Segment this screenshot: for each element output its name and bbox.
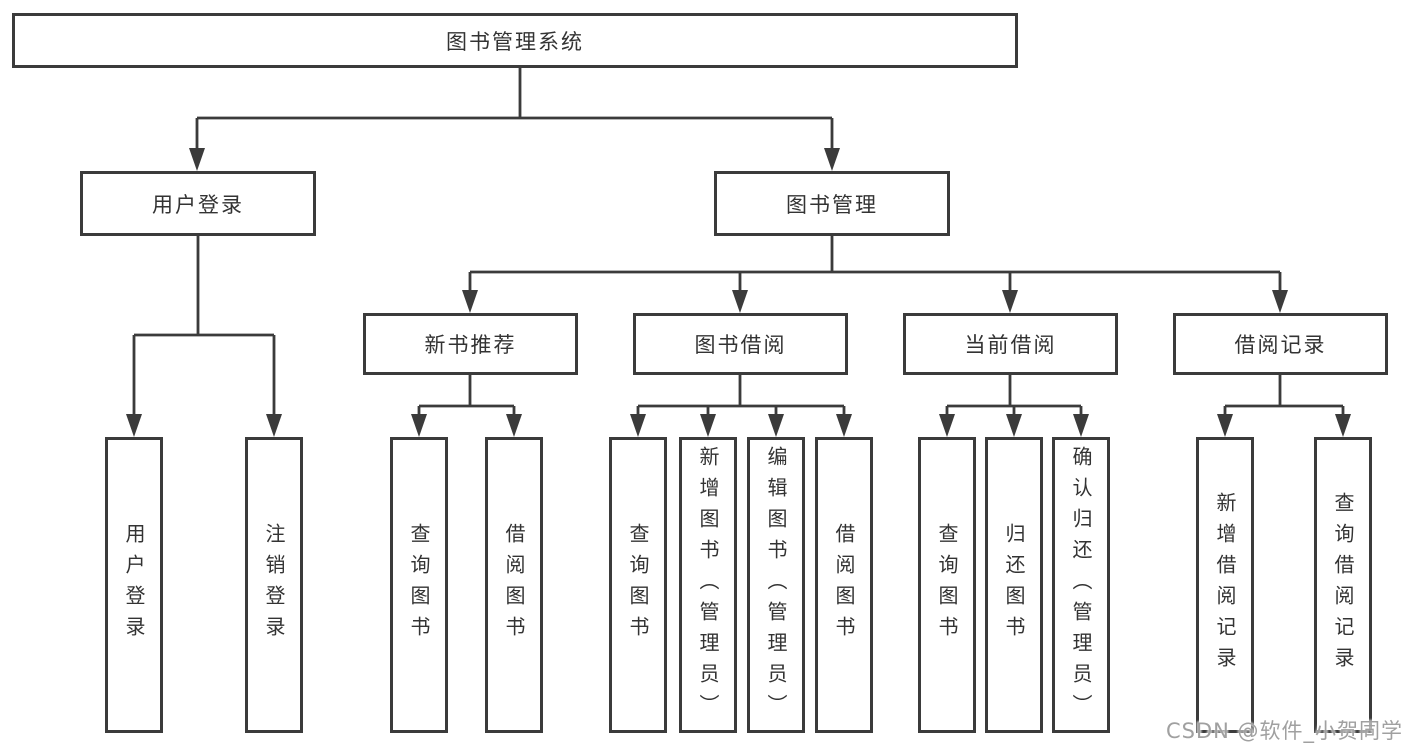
leaf-borrow-query-book: 查询图书 [609, 437, 667, 733]
node-user-login: 用户登录 [80, 171, 316, 236]
leaf-user-login: 用户登录 [105, 437, 163, 733]
leaf-newbook-query-book: 查询图书 [390, 437, 448, 733]
leaf-records-query-record: 查询借阅记录 [1314, 437, 1372, 733]
node-borrow-records: 借阅记录 [1173, 313, 1388, 375]
leaf-current-return-book: 归还图书 [985, 437, 1043, 733]
leaf-borrow-add-book-admin: 新增图书（管理员） [679, 437, 737, 733]
leaf-current-confirm-return-admin: 确认归还（管理员） [1052, 437, 1110, 733]
watermark-text: CSDN @软件_小贺同学 [1166, 719, 1404, 743]
node-root: 图书管理系统 [12, 13, 1018, 68]
leaf-borrow-borrow-book: 借阅图书 [815, 437, 873, 733]
leaf-logout: 注销登录 [245, 437, 303, 733]
node-book-borrow: 图书借阅 [633, 313, 848, 375]
leaf-records-add-record: 新增借阅记录 [1196, 437, 1254, 733]
leaf-borrow-edit-book-admin: 编辑图书（管理员） [747, 437, 805, 733]
node-new-book-recommend: 新书推荐 [363, 313, 578, 375]
leaf-current-query-book: 查询图书 [918, 437, 976, 733]
node-book-management: 图书管理 [714, 171, 950, 236]
leaf-newbook-borrow-book: 借阅图书 [485, 437, 543, 733]
node-current-borrow: 当前借阅 [903, 313, 1118, 375]
